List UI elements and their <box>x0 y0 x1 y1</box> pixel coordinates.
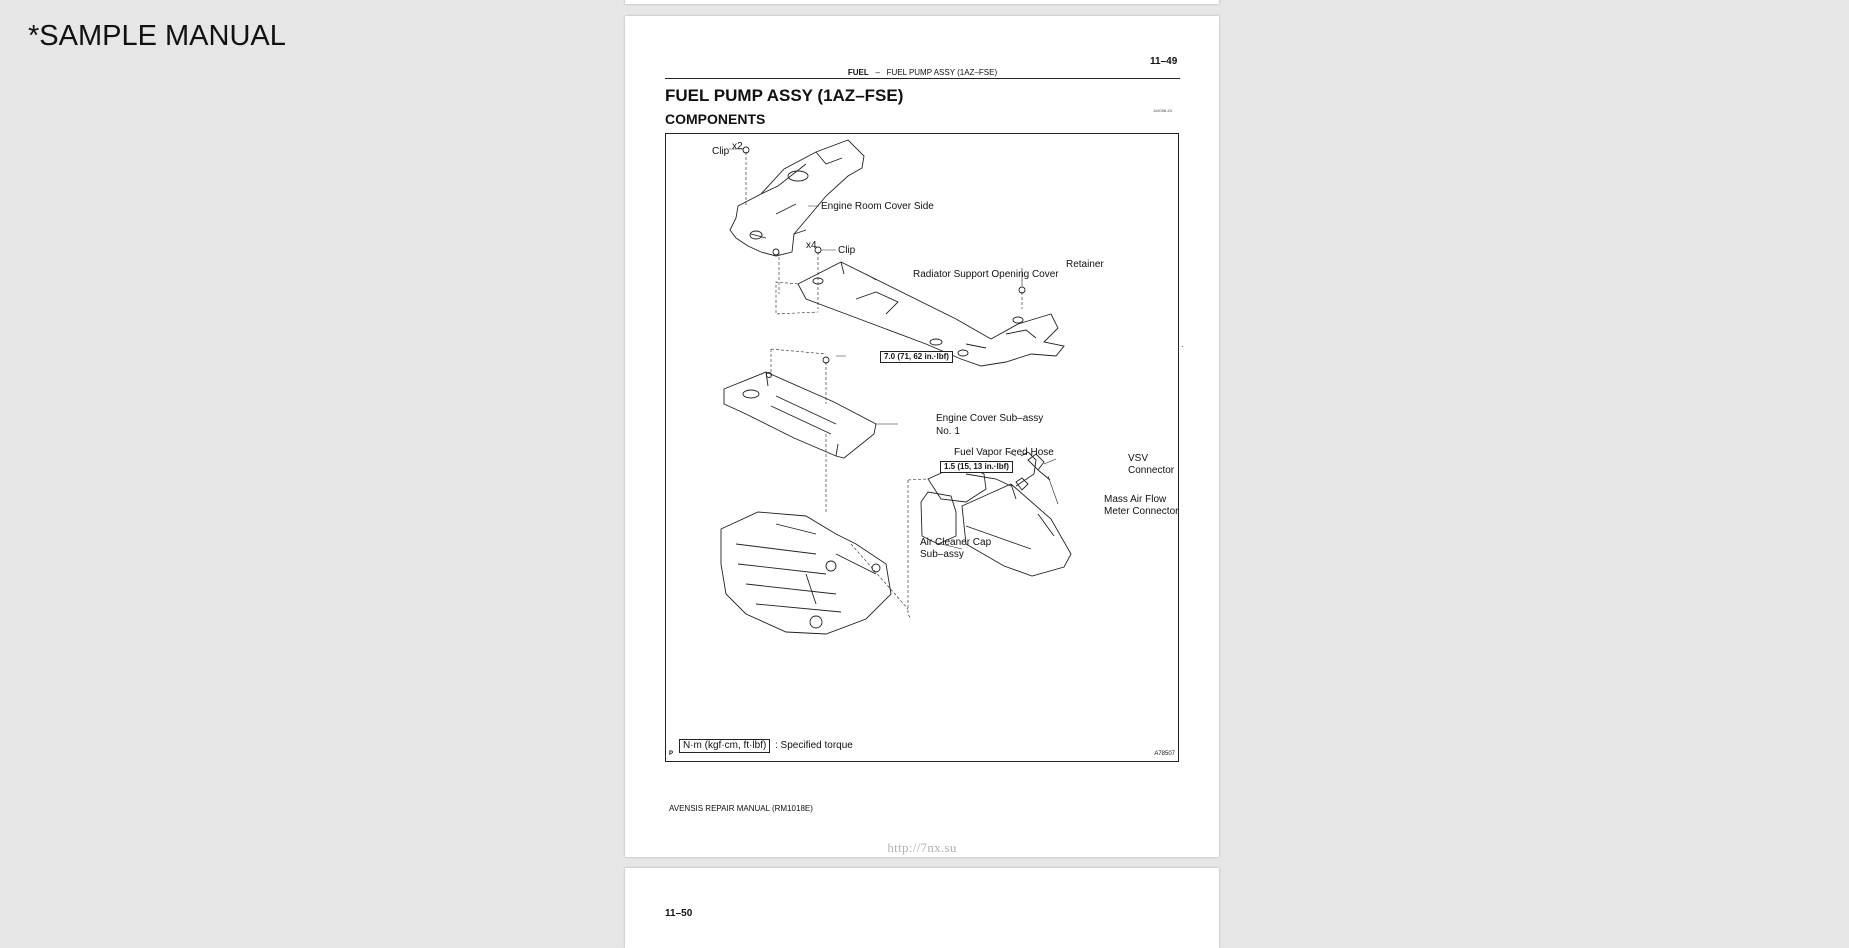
margin-dot: · <box>1181 342 1184 351</box>
sample-banner: *SAMPLE MANUAL <box>28 20 286 52</box>
torque-spec-1: 7.0 (71, 62 in.·lbf) <box>880 351 953 363</box>
next-page-number: 11–50 <box>665 908 693 919</box>
components-figure: x2 Clip Engine Room Cover Side x4 Clip R… <box>665 133 1179 762</box>
reference-code: 110056-43 <box>1153 108 1172 113</box>
label-clip-1: Clip <box>712 146 730 157</box>
label-vsv-line2: Connector <box>1128 465 1175 476</box>
torque-spec-2: 1.5 (15, 13 in.·lbf) <box>940 461 1013 473</box>
header-topic: FUEL PUMP ASSY (1AZ–FSE) <box>886 68 998 77</box>
torque-legend-box: N·m (kgf·cm, ft·lbf) <box>679 739 771 753</box>
header-section: FUEL <box>847 68 869 77</box>
engine-block-part <box>720 511 892 635</box>
label-fuel-vapor-feed-hose: Fuel Vapor Feed Hose <box>954 447 1054 458</box>
figure-corner-mark: P <box>669 751 674 757</box>
previous-page: http://7nx.su <box>625 0 1219 4</box>
label-engine-cover-line2: No. 1 <box>936 426 960 437</box>
label-vsv-line1: VSV <box>1128 453 1149 464</box>
page-title: FUEL PUMP ASSY (1AZ–FSE) <box>665 86 904 105</box>
next-page: 11–50 <box>625 868 1219 948</box>
vsv-connector-part <box>1027 453 1051 481</box>
page-subtitle: COMPONENTS <box>665 111 766 127</box>
mass-air-flow-meter-connector-part <box>1015 477 1029 491</box>
label-maf-line1: Mass Air Flow <box>1104 494 1167 505</box>
torque-legend-text: : Specified torque <box>775 740 853 751</box>
manual-page: 11–49 FUEL – FUEL PUMP ASSY (1AZ–FSE) FU… <box>625 16 1219 857</box>
watermark-bottom: http://7nx.su <box>887 840 957 855</box>
engine-room-cover-side-part <box>729 139 865 257</box>
exploded-diagram <box>720 139 1072 635</box>
header-separator: – <box>875 68 880 77</box>
label-radiator-support-opening-cover: Radiator Support Opening Cover <box>913 269 1059 280</box>
radiator-support-opening-cover-part <box>797 261 1065 367</box>
label-x2: x2 <box>732 141 743 152</box>
label-air-cleaner-line2: Sub–assy <box>920 549 964 560</box>
label-x4: x4 <box>806 240 817 251</box>
label-maf-line2: Meter Connector <box>1104 506 1179 517</box>
label-air-cleaner-line1: Air Cleaner Cap <box>920 537 992 548</box>
figure-id: A78507 <box>1154 751 1175 757</box>
page-number: 11–49 <box>1150 56 1178 67</box>
page-footer: AVENSIS REPAIR MANUAL (RM1018E) <box>669 804 813 813</box>
label-engine-cover-line1: Engine Cover Sub–assy <box>936 413 1044 424</box>
running-header: FUEL – FUEL PUMP ASSY (1AZ–FSE) <box>665 68 1180 79</box>
air-cleaner-cap-sub-assy-part <box>961 483 1072 577</box>
label-engine-room-cover-side: Engine Room Cover Side <box>821 201 934 212</box>
label-clip-2: Clip <box>838 245 856 256</box>
label-retainer: Retainer <box>1066 259 1104 270</box>
fuel-vapor-feed-hose-part <box>1015 451 1037 487</box>
engine-cover-sub-assy-part <box>723 371 877 459</box>
